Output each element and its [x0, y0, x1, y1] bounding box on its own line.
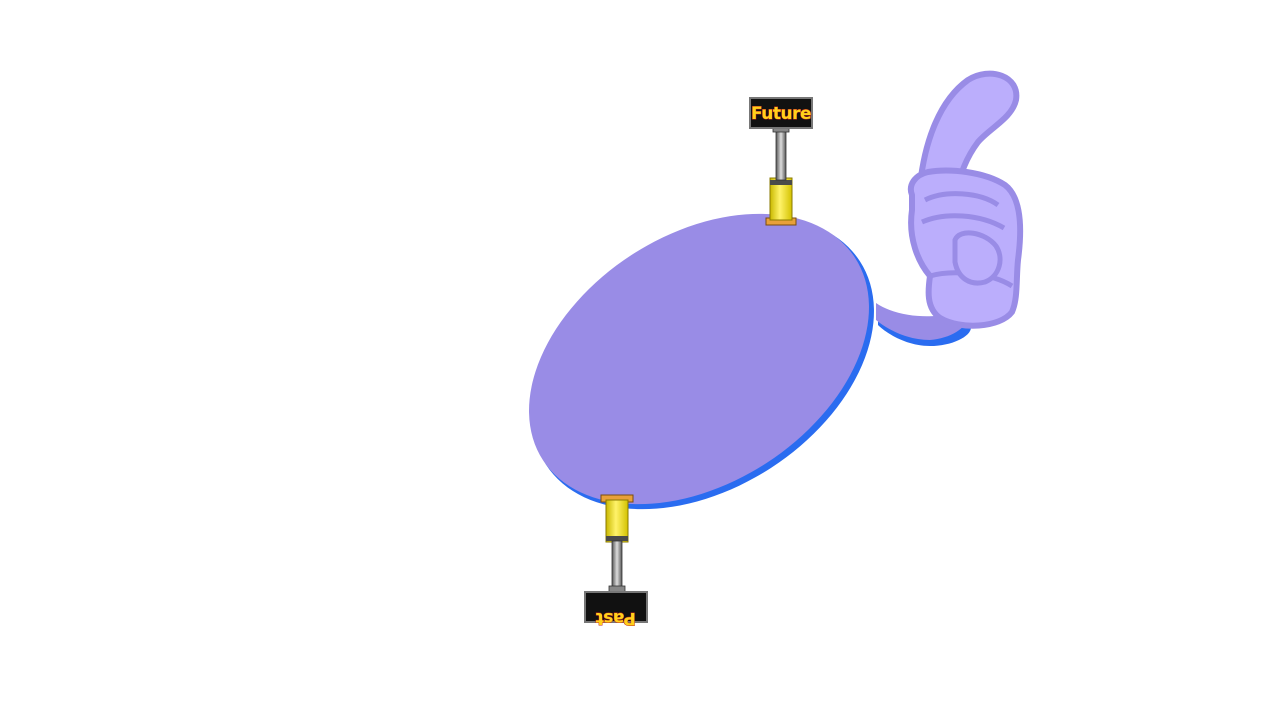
past-sign: Past	[584, 591, 648, 628]
past-sign-label: Past	[596, 608, 636, 628]
future-sign-label: Future	[751, 104, 811, 124]
blob	[529, 213, 874, 510]
future-sign-post	[765, 125, 797, 226]
pointing-up-hand-icon	[907, 70, 1024, 329]
future-sign: Future	[749, 97, 813, 129]
arm-fill	[876, 303, 968, 340]
past-sign-post	[600, 494, 634, 593]
